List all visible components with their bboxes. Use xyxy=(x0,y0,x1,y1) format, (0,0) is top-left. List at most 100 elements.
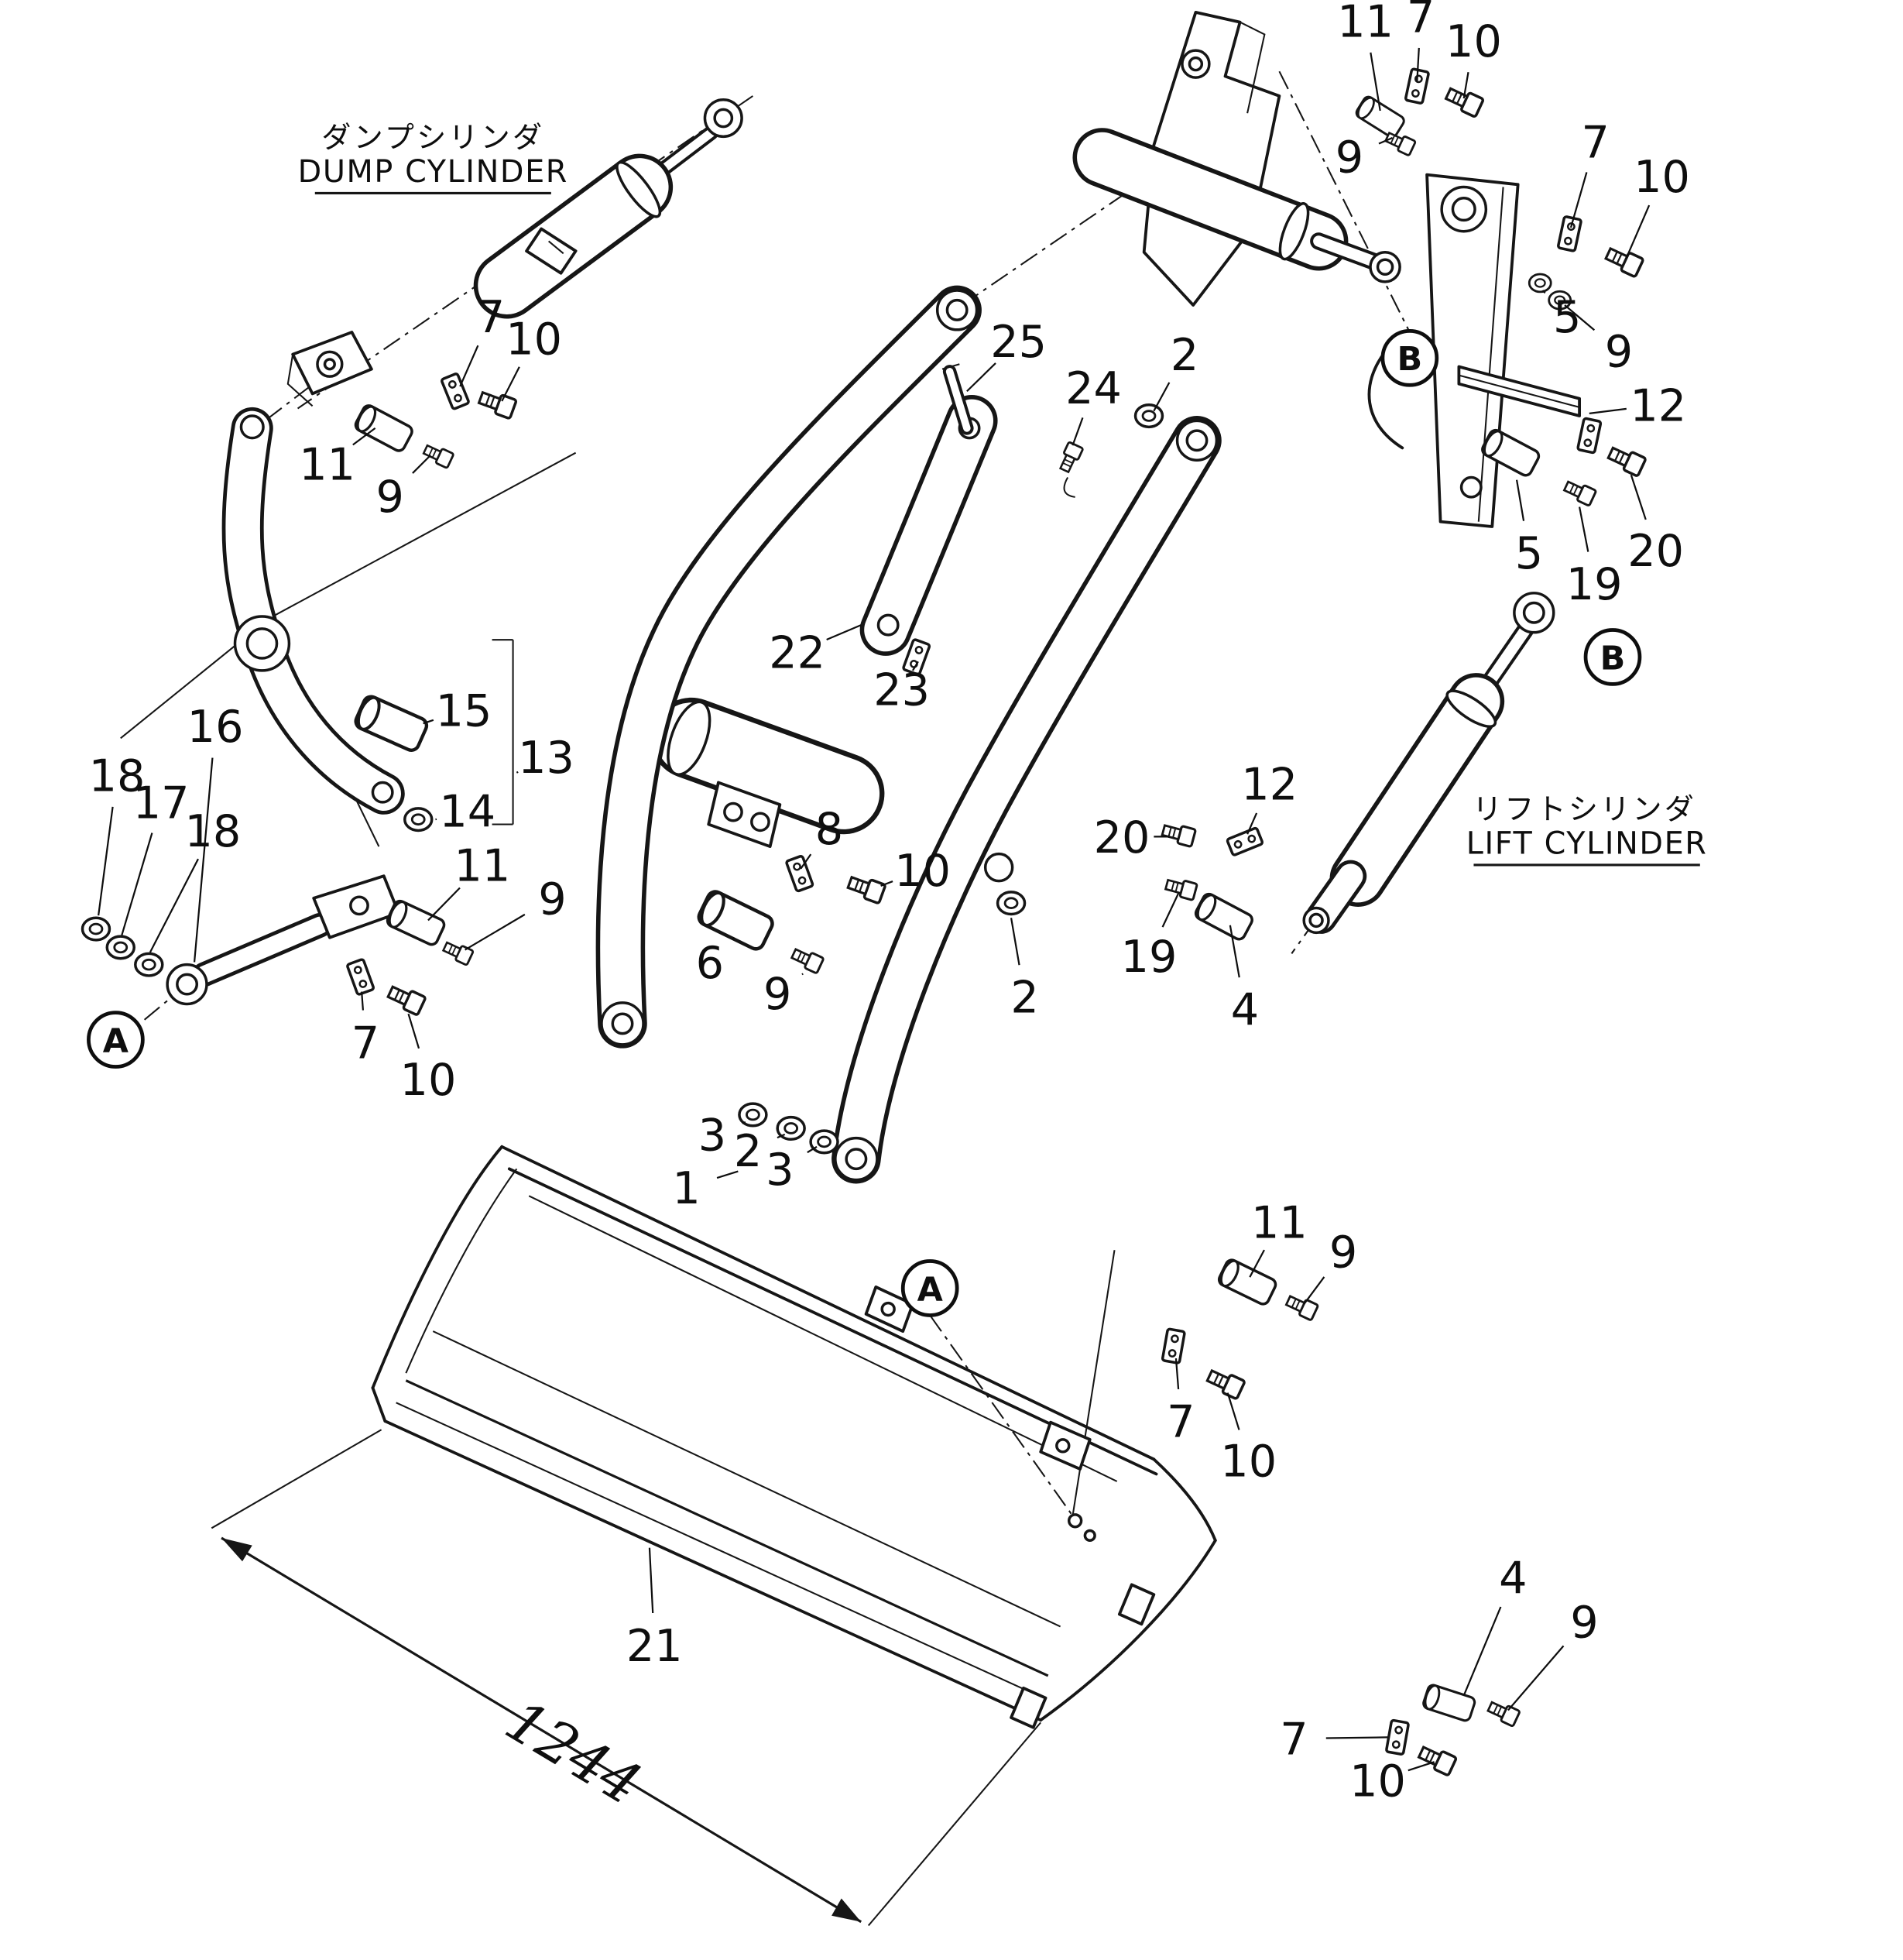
dump-cylinder-label-en: DUMP CYLINDER xyxy=(298,154,568,190)
hook-bolt-part xyxy=(1056,441,1085,475)
bolt-part xyxy=(1603,243,1645,279)
leader-line-23 xyxy=(911,661,919,671)
leader-line-10 xyxy=(501,366,520,402)
part-callout-5: 5 xyxy=(1515,528,1543,579)
lock-plate-part xyxy=(345,957,375,997)
bolt-part xyxy=(1561,477,1598,507)
hook-curve xyxy=(1367,350,1404,450)
part-callout-18: 18 xyxy=(185,806,242,857)
lock-plate-part xyxy=(1225,826,1264,857)
lock-plate-part xyxy=(1556,215,1583,253)
part-callout-9: 9 xyxy=(1605,326,1633,377)
leader-line-20 xyxy=(1630,474,1647,520)
leader-line-16 xyxy=(193,757,214,963)
part-callout-9: 9 xyxy=(1329,1227,1357,1278)
leader-line-2 xyxy=(1153,382,1171,412)
leader-line-21 xyxy=(648,1547,654,1614)
bolt-part xyxy=(1415,1742,1459,1777)
leader-line-13 xyxy=(516,771,519,774)
leader-line-5 xyxy=(1515,479,1525,521)
bucket-foot xyxy=(1010,1686,1048,1729)
part-callout-9: 9 xyxy=(1570,1598,1598,1649)
part-callout-21: 21 xyxy=(626,1621,683,1672)
leader-line-3 xyxy=(807,1145,818,1154)
lift-cylinder-label-en: LIFT CYLINDER xyxy=(1466,826,1708,862)
pin-part xyxy=(1216,1256,1279,1308)
leader-line-4 xyxy=(1229,925,1240,978)
bolt-part xyxy=(1204,1365,1246,1401)
svg-text:A: A xyxy=(103,1021,129,1060)
lock-plate-part xyxy=(1161,1327,1187,1365)
ref-marker-A: A xyxy=(87,1011,145,1069)
leader-line-12 xyxy=(1246,812,1258,835)
leader-line-1 xyxy=(716,1170,739,1179)
svg-text:B: B xyxy=(1600,639,1626,678)
pin-part xyxy=(1421,1682,1478,1724)
leader-line-10 xyxy=(1625,204,1651,259)
leader-line-6 xyxy=(732,936,735,941)
leader-line-7 xyxy=(1569,172,1588,228)
washer-part xyxy=(105,935,135,960)
leader-lines xyxy=(98,47,1651,1772)
leader-line-9 xyxy=(1303,1276,1325,1305)
leader-line-12 xyxy=(1589,407,1627,414)
leader-line-10 xyxy=(407,1013,420,1049)
ref-marker-A: A xyxy=(900,1259,959,1317)
part-callout-7: 7 xyxy=(1582,117,1610,168)
titles: ダンプシリンダ DUMP CYLINDER リフトシリンダ LIFT CYLIN… xyxy=(298,121,1708,867)
part-callout-2: 2 xyxy=(1171,330,1198,381)
bolt-part xyxy=(420,441,455,470)
rear-frame xyxy=(1072,10,1582,528)
leader-line-7 xyxy=(459,345,479,387)
hose-fitting xyxy=(525,227,578,275)
leader-line-24 xyxy=(1072,417,1084,446)
part-callout-19: 19 xyxy=(1566,559,1623,610)
leader-line-9 xyxy=(1564,304,1596,331)
leader-line-11 xyxy=(1249,1249,1265,1278)
leader-line-18 xyxy=(98,806,114,916)
part-callout-10: 10 xyxy=(1634,152,1690,203)
boom-arms xyxy=(595,285,1222,1184)
leader-line-7 xyxy=(1325,1736,1388,1739)
part-callout-9: 9 xyxy=(376,472,404,523)
lock-plate-part xyxy=(1384,1718,1411,1756)
bell-crank xyxy=(221,407,405,815)
leader-line-10 xyxy=(1408,1761,1435,1772)
leader-line-17 xyxy=(121,832,153,935)
bolt-part xyxy=(1160,820,1198,849)
washer-part xyxy=(809,1129,839,1155)
dump-cylinder-label-jp: ダンプシリンダ xyxy=(321,121,544,155)
pin-part xyxy=(1192,891,1256,943)
bucket xyxy=(371,1145,1217,1729)
part-callout-7: 7 xyxy=(351,1018,379,1069)
bushing-part xyxy=(353,695,429,753)
bolt-part xyxy=(1605,442,1648,478)
washer-part xyxy=(1528,273,1552,293)
leader-line-9 xyxy=(801,973,804,976)
leader-line-11 xyxy=(427,887,461,922)
leader-line-15 xyxy=(423,719,434,725)
leader-line-2 xyxy=(1010,918,1020,966)
pin-part xyxy=(351,402,416,455)
leader-line-22 xyxy=(826,624,862,641)
pin-part xyxy=(384,898,447,948)
part-callout-19: 19 xyxy=(1121,932,1178,983)
leader-line-7 xyxy=(361,991,365,1011)
bolt-part xyxy=(385,981,427,1017)
bolt-part xyxy=(441,938,475,966)
leader-line-10 xyxy=(1462,71,1469,99)
part-callout-11: 11 xyxy=(1337,0,1394,48)
part-callout-3: 3 xyxy=(766,1145,794,1196)
part-callout-11: 11 xyxy=(1251,1197,1308,1248)
washer-part xyxy=(1133,403,1164,429)
lift-cylinder-label-jp: リフトシリンダ xyxy=(1473,792,1696,826)
leader-line-8 xyxy=(800,853,812,870)
bolt-part xyxy=(1442,83,1486,118)
dimension: 1244 xyxy=(211,1429,1041,1927)
part-callout-3: 3 xyxy=(698,1110,726,1162)
leader-line-18 xyxy=(149,858,199,953)
part-callout-11: 11 xyxy=(299,440,355,491)
leader-line-11 xyxy=(1370,52,1381,112)
bolt-part xyxy=(1283,1292,1320,1322)
